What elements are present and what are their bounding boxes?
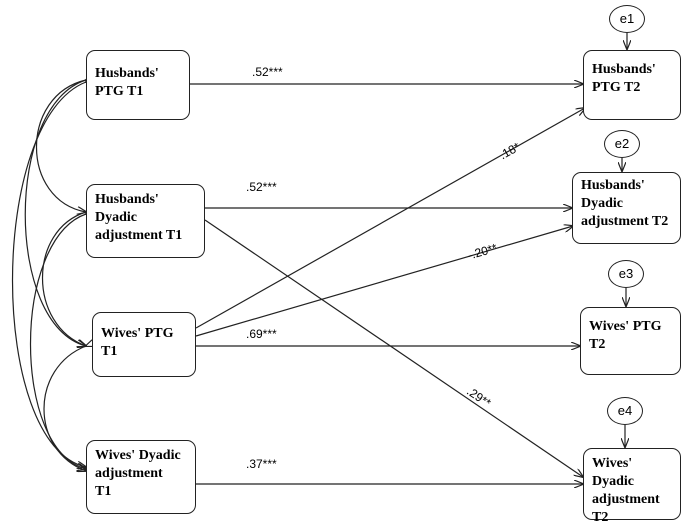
- node-husbands-ptg-t1: Husbands' PTG T1: [86, 50, 190, 120]
- covariance-arc: [29, 214, 87, 469]
- covariance-arc: [43, 346, 86, 471]
- path-w-ptg-to-h-da: [195, 226, 573, 337]
- error-term-e3: e3: [608, 260, 644, 288]
- coef-w-ptg-stability: .69***: [246, 327, 277, 341]
- path-h-da-to-w-da: [204, 219, 583, 477]
- covariance-arc: [11, 82, 87, 467]
- coef-h-ptg-stability: .52***: [252, 65, 283, 79]
- covariance-arc: [35, 80, 87, 212]
- node-husbands-dyadic-adjustment-t2: Husbands' Dyadic adjustment T2: [572, 172, 681, 244]
- node-wives-ptg-t1: Wives' PTG T1: [92, 312, 196, 377]
- node-husbands-dyadic-adjustment-t1: Husbands' Dyadic adjustment T1: [86, 184, 205, 258]
- coef-w-da-stability: .37***: [246, 457, 277, 471]
- node-wives-dyadic-adjustment-t2: Wives' Dyadic adjustment T2: [583, 448, 681, 522]
- error-term-e4: e4: [607, 397, 643, 425]
- coef-h-da-stability: .52***: [246, 180, 277, 194]
- error-term-e2: e2: [604, 130, 640, 158]
- node-wives-ptg-t2: Wives' PTG T2: [580, 307, 681, 375]
- error-term-e1: e1: [609, 5, 645, 33]
- node-husbands-ptg-t2: Husbands' PTG T2: [583, 50, 681, 120]
- node-wives-dyadic-adjustment-t1: Wives' Dyadic adjustment T1: [86, 440, 196, 514]
- path-w-ptg-to-h-ptg: [195, 108, 585, 329]
- covariance-arc: [24, 80, 86, 346]
- covariance-arc: [42, 212, 87, 346]
